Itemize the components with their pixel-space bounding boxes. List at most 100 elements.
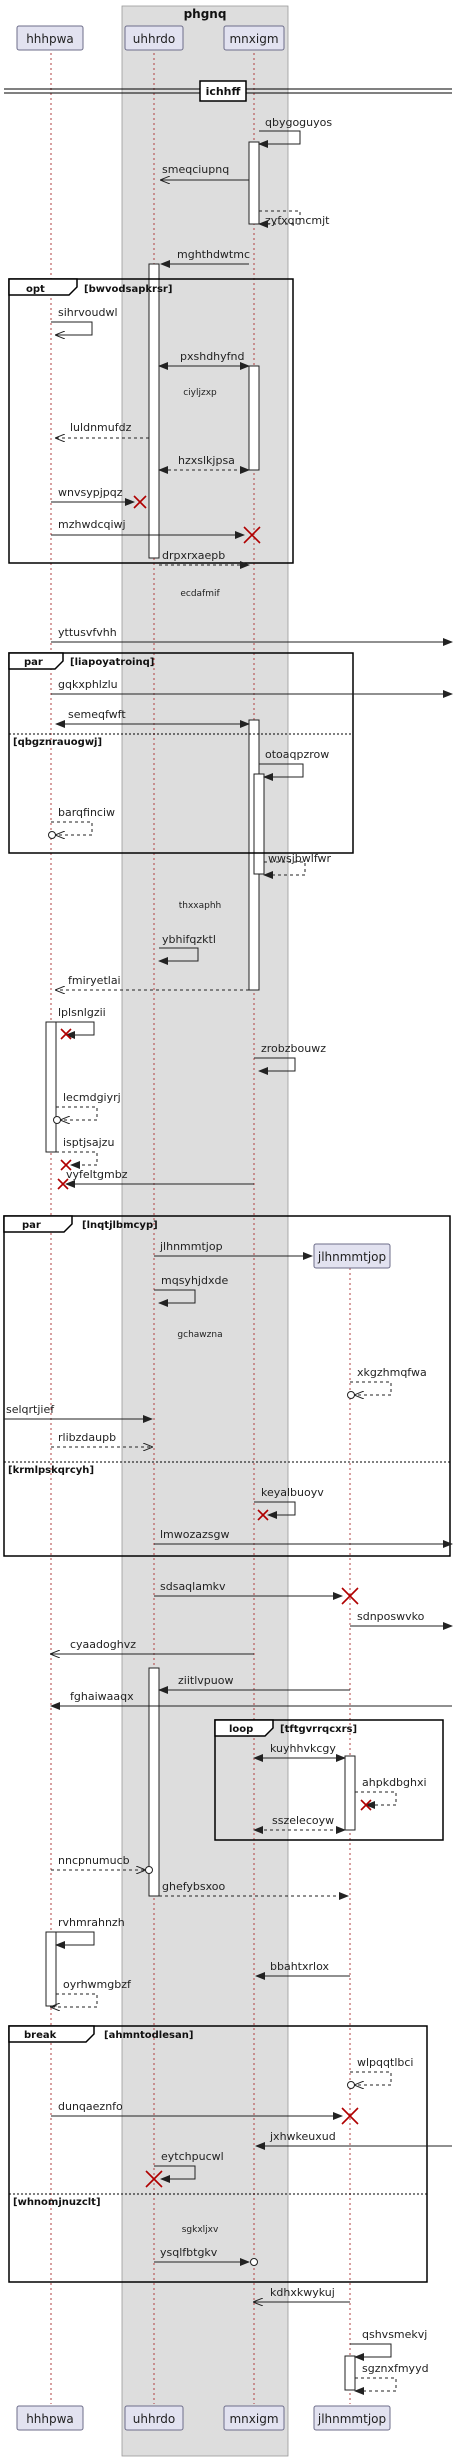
message-label: smeqciupnq	[162, 163, 229, 176]
message-9[interactable]: wnvsypjpqz	[51, 486, 147, 509]
participant-uhhrdo-top[interactable]: uhhrdo	[124, 25, 184, 51]
message-10[interactable]: mzhwdcqiwj	[51, 518, 261, 544]
message-39[interactable]: sszelecoyw	[253, 1814, 346, 1834]
message-18[interactable]: ybhifqzktl	[158, 933, 216, 965]
message-42[interactable]: rvhmrahnzh	[51, 1916, 125, 1949]
message-4[interactable]: mghthdwtmc	[160, 248, 250, 268]
message-14[interactable]: semeqfwft	[55, 708, 250, 728]
message-label: lecmdgiyrj	[63, 1091, 121, 1104]
message-13[interactable]: gqkxphlzlu	[51, 678, 453, 698]
message-7[interactable]: luldnmufdz	[56, 421, 149, 438]
message-25[interactable]: jlhnmmtjop	[154, 1240, 313, 1260]
destroy-mark	[257, 1509, 269, 1521]
message-16[interactable]: barqfinciw	[48, 806, 116, 839]
box-title: phgnq	[184, 7, 227, 21]
message-23[interactable]: isptjsajzu	[56, 1136, 114, 1171]
message-32[interactable]: sdsaqlamkv	[154, 1580, 359, 1605]
message-24[interactable]: vyfeltgmbz	[57, 1168, 254, 1190]
message-46[interactable]: dunqaeznfo	[51, 2100, 359, 2125]
destroy-mark	[360, 1799, 372, 1811]
message-31[interactable]: lmwozazsgw	[154, 1528, 453, 1548]
message-5[interactable]: sihrvoudwl	[51, 306, 118, 335]
message-19[interactable]: fmiryetlai	[56, 974, 249, 990]
message-label: yttusvfvhh	[58, 626, 117, 639]
destroy-mark	[145, 2170, 163, 2188]
participant-hhhpwa-bottom[interactable]: hhhpwa	[16, 2405, 84, 2431]
message-2[interactable]: smeqciupnq	[161, 163, 249, 180]
message-30[interactable]: keyalbuoyv	[254, 1486, 324, 1521]
message-15[interactable]: otoaqpzrow	[259, 748, 329, 781]
message-label: mzhwdcqiwj	[58, 518, 126, 531]
participant-mnxigm-top[interactable]: mnxigm	[223, 25, 285, 51]
message-label: isptjsajzu	[63, 1136, 114, 1149]
message-label: hzxslkjpsa	[178, 454, 235, 467]
message-35[interactable]: ziitlvpuow	[158, 1674, 350, 1694]
destroy-mark	[133, 495, 147, 509]
message-34[interactable]: cyaadoghvz	[51, 1638, 254, 1654]
message-43[interactable]: bbahtxrlox	[255, 1960, 350, 1980]
activation-bar	[45, 1021, 57, 1153]
fragment-par-2: par [lnqtjlbmcyp] [krmlpskqrcyh]	[3, 1215, 451, 1557]
divider-label: ichhff	[206, 85, 241, 98]
message-38[interactable]: ahpkdbghxi	[355, 1776, 427, 1811]
message-label: fghaiwaaqx	[70, 1690, 134, 1703]
message-48[interactable]: eytchpucwl	[145, 2150, 224, 2188]
message-label: rlibzdaupb	[58, 1431, 116, 1444]
message-6[interactable]: pxshdhyfnd	[158, 350, 250, 370]
participant-uhhrdo-bottom[interactable]: uhhrdo	[124, 2405, 184, 2431]
fragment-condition: [tftgvrrqcxrs]	[280, 1724, 357, 1735]
message-label: jxhwkeuxud	[269, 2130, 336, 2143]
destroy-mark	[341, 2107, 359, 2125]
message-45[interactable]: wlpqqtlbci	[347, 2056, 414, 2089]
message-label: wwsjbwlfwr	[268, 852, 331, 865]
delay-label: ciyljzxp	[183, 388, 217, 398]
message-36[interactable]: fghaiwaaqx	[50, 1690, 452, 1710]
message-label: dunqaeznfo	[58, 2100, 123, 2113]
message-label: ghefybsxoo	[162, 1880, 226, 1893]
message-41[interactable]: ghefybsxoo	[159, 1880, 349, 1900]
message-12[interactable]: yttusvfvhh	[51, 626, 453, 646]
message-8[interactable]: hzxslkjpsa	[158, 454, 250, 474]
message-label: pxshdhyfnd	[180, 350, 245, 363]
message-27[interactable]: xkgzhmqfwa	[347, 1366, 427, 1399]
message-20[interactable]: lplsnlgzii	[51, 1006, 106, 1040]
message-11[interactable]: drpxrxaepb	[159, 549, 250, 569]
message-22[interactable]: lecmdgiyrj	[53, 1091, 121, 1124]
message-40[interactable]: nncpnumucb	[51, 1854, 153, 1874]
message-3[interactable]: zyfxqmcmjt	[258, 210, 330, 228]
message-50[interactable]: kdhxkwykuj	[254, 2286, 350, 2302]
participant-label: jlhnmmtjop	[317, 1250, 386, 1264]
divider-ichhff: ichhff	[4, 80, 452, 102]
message-label: sihrvoudwl	[58, 306, 118, 319]
participant-hhhpwa-top[interactable]: hhhpwa	[16, 25, 84, 51]
message-26[interactable]: mqsyhjdxde	[154, 1274, 228, 1307]
fragment-break: break [ahmntodlesan] [whnomjnuzclt]	[8, 2025, 428, 2283]
activation-bar	[248, 141, 260, 225]
participant-mnxigm-bottom[interactable]: mnxigm	[223, 2405, 285, 2431]
message-label: luldnmufdz	[70, 421, 132, 434]
message-1[interactable]: qbygoguyos	[258, 116, 332, 148]
fragment-kind: opt	[26, 284, 45, 295]
message-28[interactable]: selqrtjief	[4, 1403, 153, 1423]
message-44[interactable]: oyrhwmgbzf	[51, 1978, 132, 2007]
participant-jlhnmmtjop-bottom[interactable]: jlhnmmtjop	[313, 2405, 391, 2431]
message-29[interactable]: rlibzdaupb	[51, 1431, 152, 1447]
message-52[interactable]: sgznxfmyyd	[354, 2362, 429, 2395]
message-17[interactable]: wwsjbwlfwr	[263, 852, 331, 879]
message-label: fmiryetlai	[68, 974, 121, 987]
message-37[interactable]: kuyhhvkcgy	[253, 1742, 346, 1762]
fragment-condition: [lnqtjlbmcyp]	[82, 1220, 158, 1231]
message-47[interactable]: jxhwkeuxud	[255, 2130, 452, 2150]
fragment-else: [whnomjnuzclt]	[13, 2197, 101, 2208]
participant-jlhnmmtjop-created[interactable]: jlhnmmtjop	[313, 1243, 391, 1269]
message-49[interactable]: ysqlfbtgkv	[154, 2246, 258, 2266]
activation-bar	[253, 773, 265, 875]
message-label: rvhmrahnzh	[58, 1916, 125, 1929]
message-21[interactable]: zrobzbouwz	[254, 1042, 326, 1075]
destroy-mark	[60, 1159, 72, 1171]
delay-label: ecdafmif	[180, 589, 220, 599]
message-33[interactable]: sdnposwvko	[350, 1610, 453, 1630]
fragment-condition: [bwvodsapkrsr]	[84, 284, 172, 295]
message-label: xkgzhmqfwa	[357, 1366, 427, 1379]
message-51[interactable]: qshvsmekvj	[350, 2328, 427, 2361]
